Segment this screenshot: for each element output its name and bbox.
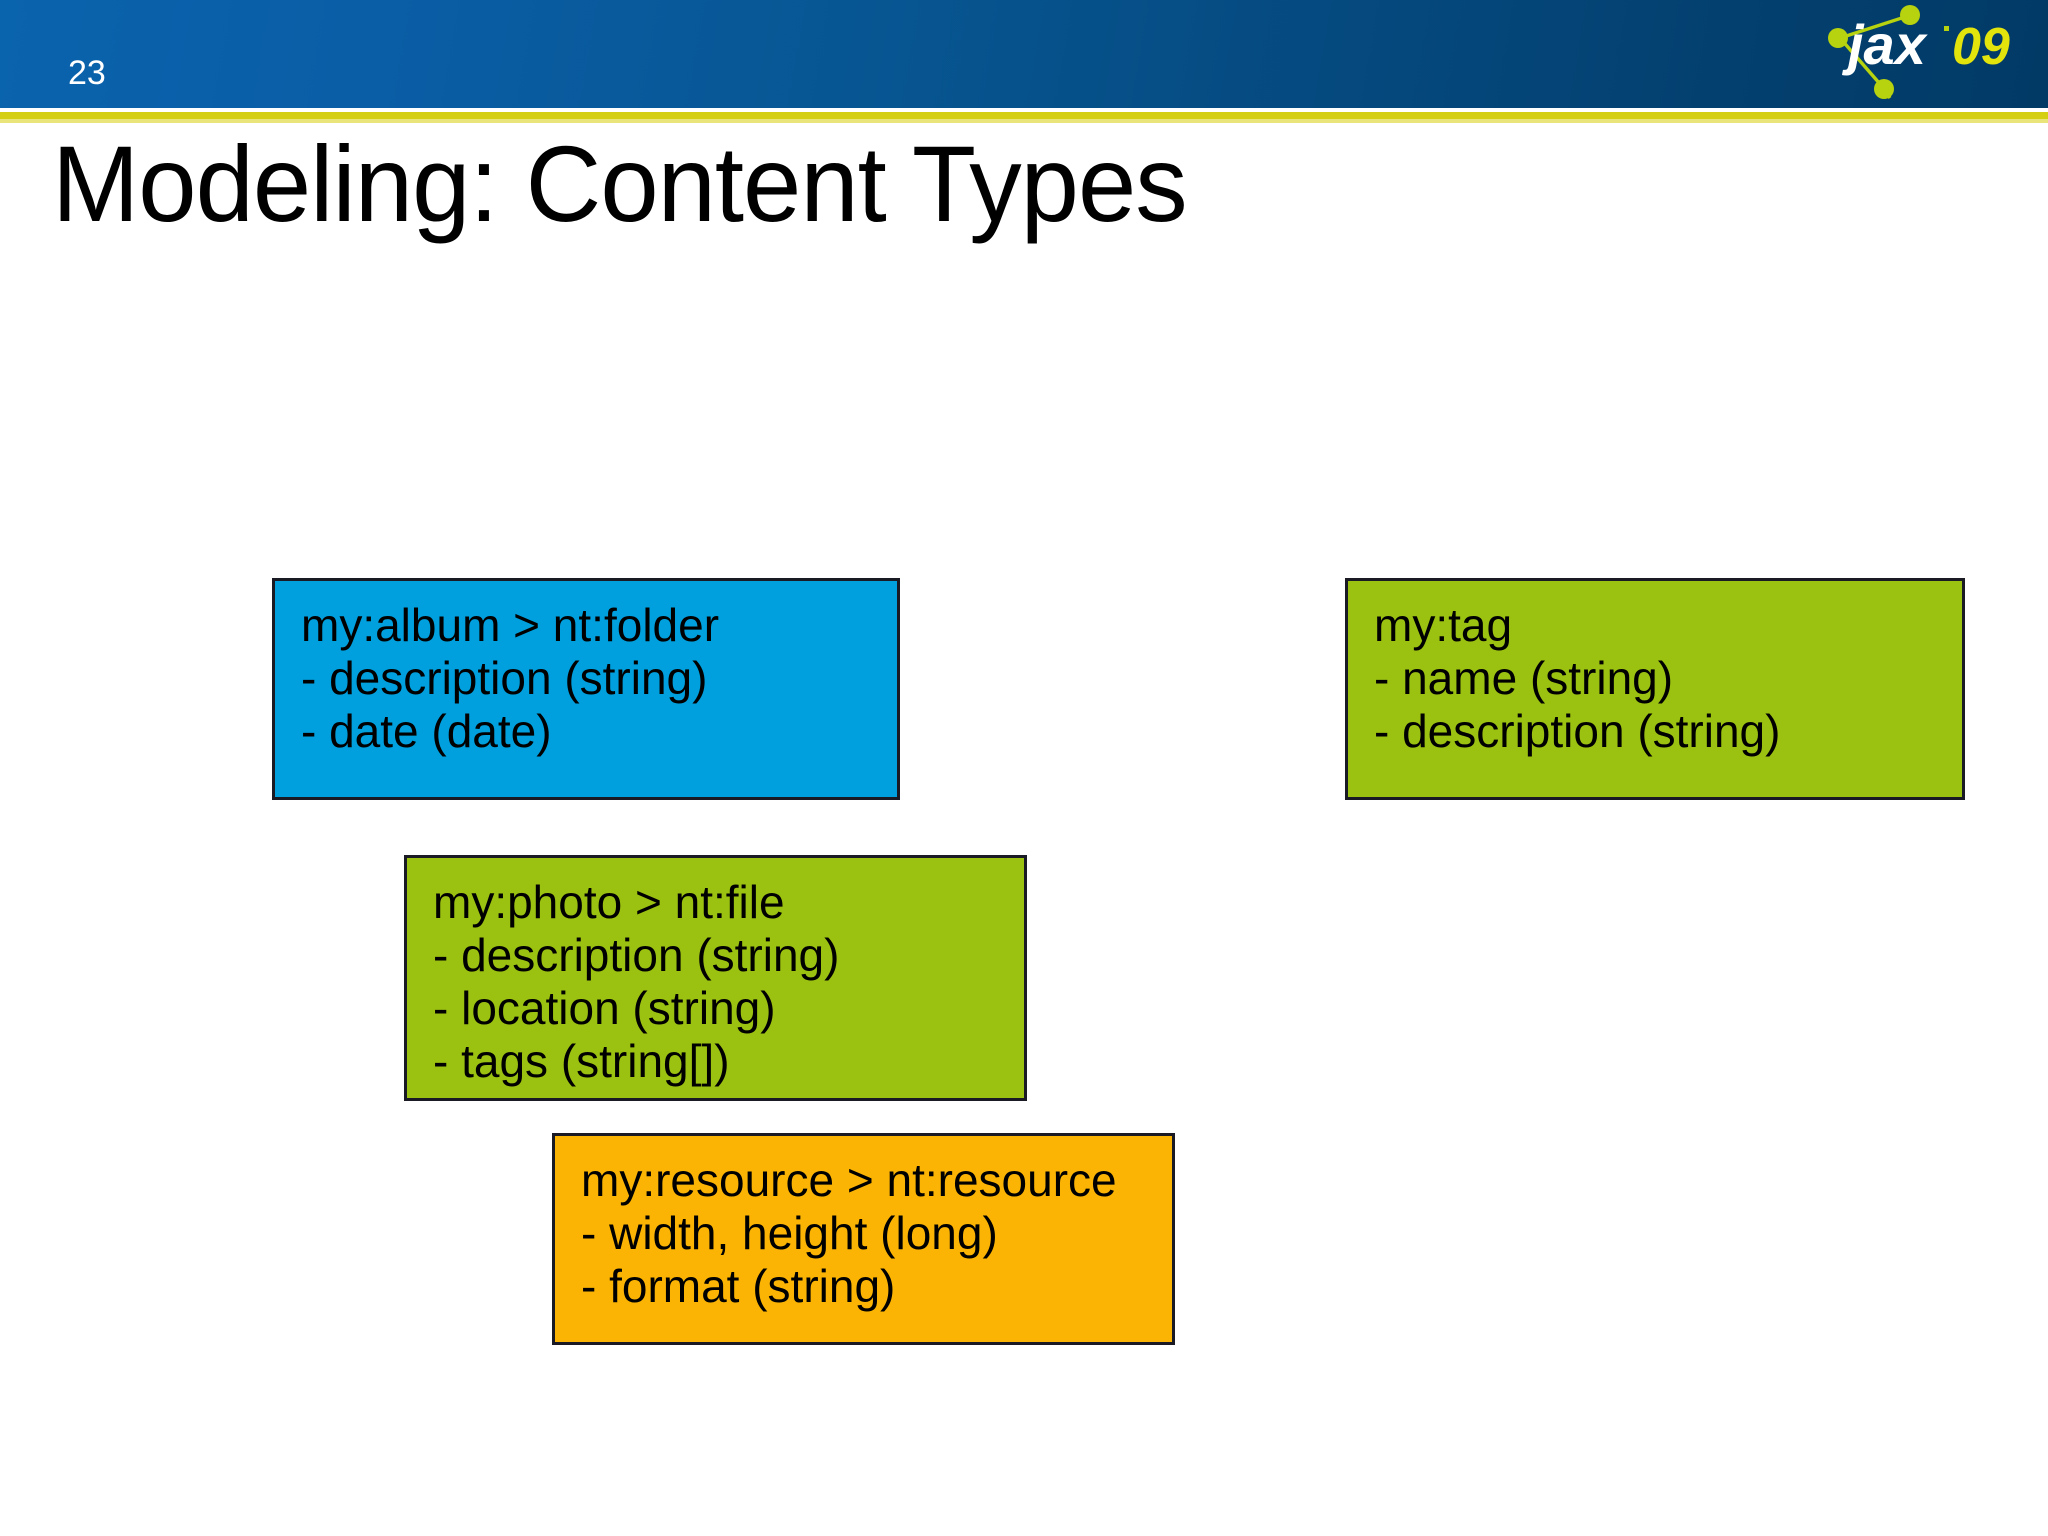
node-property: - description (string) bbox=[1374, 705, 1781, 757]
divider-gap bbox=[0, 108, 2048, 112]
header-divider bbox=[0, 108, 2048, 124]
node-property: - width, height (long) bbox=[581, 1207, 998, 1259]
page-title: Modeling: Content Types bbox=[52, 123, 1188, 244]
node-property: - description (string) bbox=[301, 652, 708, 704]
node-property: - format (string) bbox=[581, 1260, 896, 1312]
node-property: - date (date) bbox=[301, 705, 552, 757]
jax09-logo: jax 09 bbox=[1804, 2, 2034, 106]
node-box-my-album: my:album > nt:folder - description (stri… bbox=[272, 578, 900, 800]
node-title: my:album > nt:folder bbox=[301, 599, 720, 651]
node-title: my:resource > nt:resource bbox=[581, 1154, 1117, 1206]
divider-line-secondary bbox=[0, 119, 2048, 123]
slide-header-bar: 23 jax 09 bbox=[0, 0, 2048, 108]
node-property: - tags (string[]) bbox=[433, 1035, 730, 1087]
svg-text:jax: jax bbox=[1841, 13, 1929, 76]
node-title: my:photo > nt:file bbox=[433, 876, 785, 928]
node-box-my-resource: my:resource > nt:resource - width, heigh… bbox=[552, 1133, 1175, 1345]
node-box-my-tag: my:tag - name (string) - description (st… bbox=[1345, 578, 1965, 800]
node-property: - location (string) bbox=[433, 982, 776, 1034]
node-property: - description (string) bbox=[433, 929, 840, 981]
svg-text:09: 09 bbox=[1952, 18, 2010, 76]
slide-number: 23 bbox=[68, 54, 106, 92]
node-box-my-photo: my:photo > nt:file - description (string… bbox=[404, 855, 1027, 1101]
divider-line-primary bbox=[0, 112, 2048, 119]
node-title: my:tag bbox=[1374, 599, 1513, 651]
node-property: - name (string) bbox=[1374, 652, 1674, 704]
